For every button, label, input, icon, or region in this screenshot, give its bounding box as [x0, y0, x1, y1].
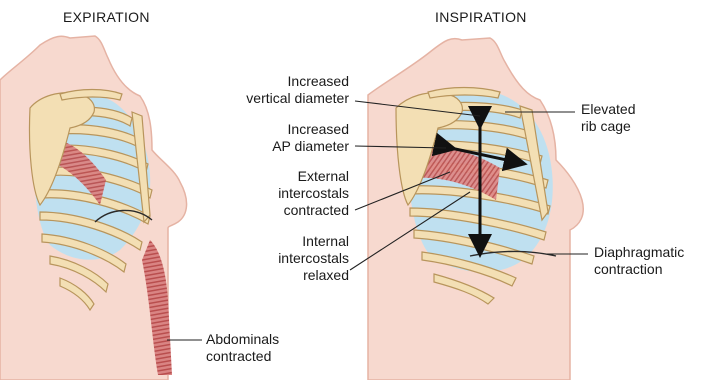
- label-abdominals-contracted: Abdominals contracted: [206, 331, 279, 365]
- label-line: Increased: [272, 121, 349, 138]
- label-diaphragmatic-contraction: Diaphragmatic contraction: [594, 244, 684, 278]
- label-line: vertical diameter: [246, 90, 349, 107]
- inspiration-torso: [368, 38, 583, 380]
- label-line: Increased: [246, 73, 349, 90]
- heading-inspiration: INSPIRATION: [435, 9, 527, 25]
- label-elevated-rib-cage: Elevated rib cage: [581, 101, 635, 135]
- label-line: contracted: [206, 348, 279, 365]
- label-line: Abdominals: [206, 331, 279, 348]
- label-line: intercostals: [278, 185, 349, 202]
- label-line: External: [278, 168, 349, 185]
- label-line: AP diameter: [272, 138, 349, 155]
- label-line: contraction: [594, 261, 684, 278]
- label-increased-vertical-diameter: Increased vertical diameter: [246, 73, 349, 107]
- heading-expiration: EXPIRATION: [63, 9, 150, 25]
- label-line: Internal: [278, 233, 349, 250]
- label-line: rib cage: [581, 118, 635, 135]
- expiration-torso: [0, 36, 187, 380]
- label-external-intercostals: External intercostals contracted: [278, 168, 349, 219]
- label-line: Elevated: [581, 101, 635, 118]
- label-line: intercostals: [278, 250, 349, 267]
- label-increased-ap-diameter: Increased AP diameter: [272, 121, 349, 155]
- label-line: Diaphragmatic: [594, 244, 684, 261]
- label-internal-intercostals: Internal intercostals relaxed: [278, 233, 349, 284]
- label-line: contracted: [278, 202, 349, 219]
- label-line: relaxed: [278, 267, 349, 284]
